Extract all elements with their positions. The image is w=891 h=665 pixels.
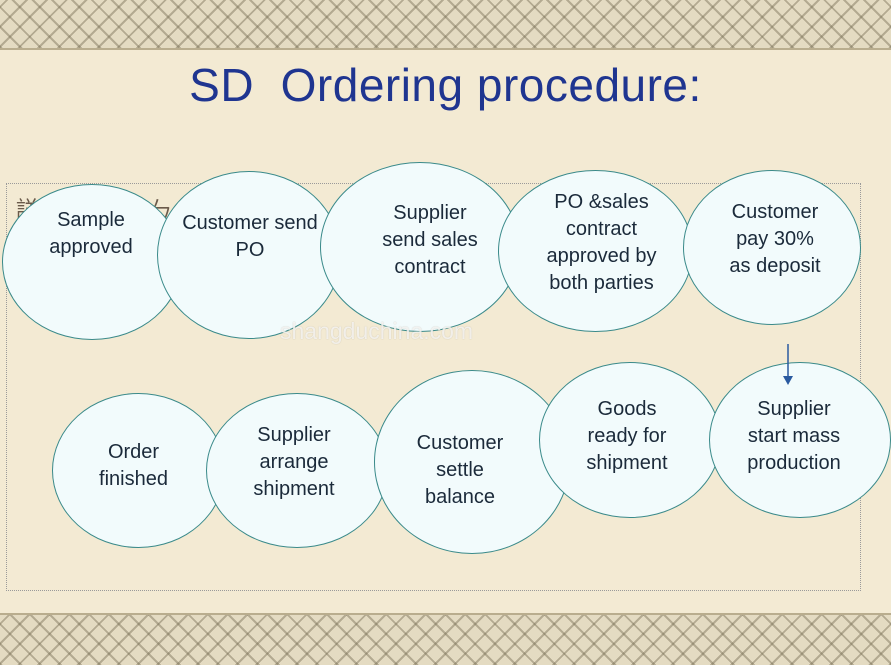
step-po-contract-approved: PO &sales contract approved by both part… (498, 170, 693, 332)
step-supplier-mass-production: Supplier start mass production (709, 362, 891, 518)
step-sample-approved: Sample approved (2, 184, 182, 340)
step-label: Supplier send sales contract (382, 201, 478, 278)
slide-title: SD Ordering procedure: (189, 59, 702, 111)
step-label: Supplier start mass production (747, 397, 841, 474)
step-supplier-arrange-shipment: Supplier arrange shipment (206, 393, 388, 548)
bottom-decorative-border (0, 615, 891, 665)
step-label: Goods ready for shipment (586, 397, 668, 474)
step-customer-pay-deposit: Customer pay 30% as deposit (683, 170, 861, 325)
down-arrow-icon (783, 344, 793, 385)
watermark: shangduchina.com (280, 318, 474, 344)
top-border-line (0, 48, 891, 50)
step-customer-settle-balance: Customer settle balance (374, 370, 570, 554)
step-label: Supplier arrange shipment (253, 424, 335, 500)
bottom-border-line (0, 613, 891, 615)
top-decorative-border (0, 0, 891, 48)
step-goods-ready: Goods ready for shipment (539, 362, 721, 518)
step-label: Customer settle balance (416, 431, 504, 508)
step-order-finished: Order finished (52, 393, 225, 548)
step-customer-send-po: Customer send PO (157, 171, 341, 339)
step-label: Order finished (99, 440, 168, 490)
step-supplier-send-contract: Supplier send sales contract (320, 162, 520, 332)
step-label: Customer send PO (182, 212, 318, 261)
step-label: PO &sales contract approved by both part… (546, 191, 657, 294)
step-label: Customer pay 30% as deposit (729, 201, 821, 277)
step-label: Sample approved (49, 209, 133, 258)
